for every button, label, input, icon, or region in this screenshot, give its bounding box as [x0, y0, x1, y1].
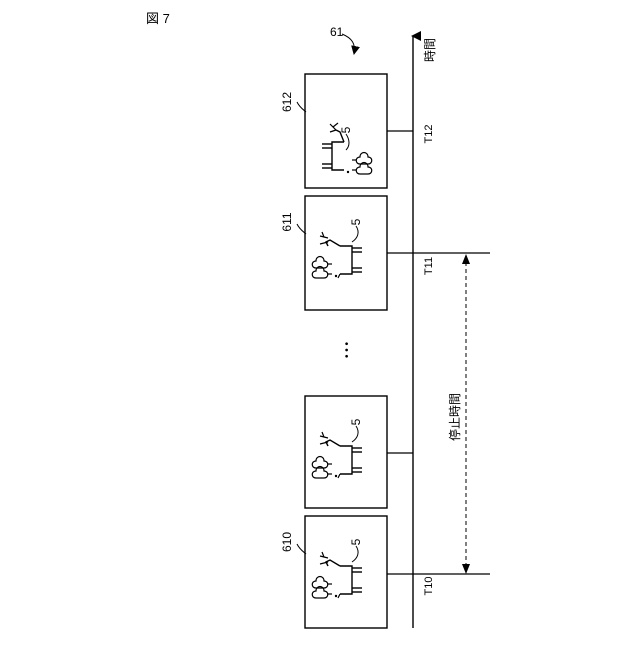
time-tick-label: T11 [423, 257, 435, 275]
stop-duration-arrow-top [462, 254, 470, 264]
frame-ref-label: 612 [280, 92, 294, 112]
frame-box [305, 396, 387, 508]
subject-ref-label: 5 [349, 418, 363, 425]
frame-box [305, 516, 387, 628]
time-tick-label: T10 [423, 577, 435, 596]
frame-611: 611 5 T11 [280, 196, 490, 310]
stop-duration-label: 停止時間 [447, 393, 462, 441]
subject-ref-label: 5 [349, 218, 363, 225]
sequence-ref-label: 61 [330, 25, 344, 39]
stop-duration-arrow-bottom [462, 564, 470, 574]
frame-ref-label: 610 [280, 532, 294, 552]
ellipsis-dots: • • • [342, 341, 353, 358]
frame-middle: 5 [305, 396, 413, 508]
sequence-ref-arrow [342, 34, 355, 54]
time-tick-label: T12 [423, 125, 435, 144]
subject-ref-label: 5 [339, 126, 353, 133]
subject-ref-label: 5 [349, 538, 363, 545]
figure-label: 図 7 [146, 8, 170, 27]
frame-612: 612 5 T12 [280, 74, 435, 188]
frame-box [305, 196, 387, 310]
frame-610: 610 5 T10 [280, 516, 490, 628]
frame-ref-label: 611 [280, 212, 294, 231]
time-axis-label: 時間 [423, 38, 437, 62]
